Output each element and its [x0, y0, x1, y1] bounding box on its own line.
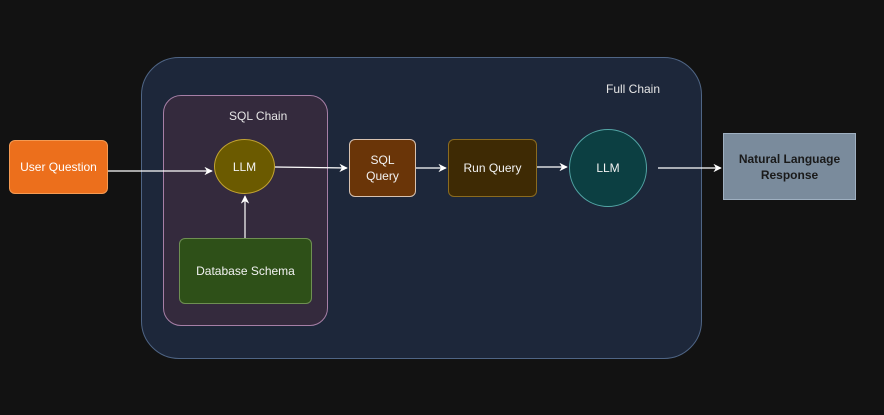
database-schema-node: Database Schema	[179, 238, 312, 304]
natural-language-response-label: Natural Language Response	[738, 151, 841, 182]
edge-llm-to-sql-query	[274, 163, 348, 173]
user-question-node: User Question	[9, 140, 108, 194]
sql-chain-label: SQL Chain	[229, 109, 288, 123]
full-chain-label: Full Chain	[606, 82, 661, 96]
user-question-label: User Question	[20, 160, 97, 174]
database-schema-label: Database Schema	[196, 264, 295, 278]
run-query-label: Run Query	[463, 161, 522, 175]
final-llm-label: LLM	[596, 161, 620, 175]
sql-llm-label: LLM	[232, 159, 257, 174]
natural-language-response-node: Natural Language Response	[723, 133, 856, 200]
final-llm-node: LLM	[569, 129, 647, 207]
sql-llm-node: LLM	[214, 139, 275, 194]
sql-query-label: SQL Query	[366, 153, 399, 183]
sql-query-node: SQL Query	[349, 139, 416, 197]
run-query-node: Run Query	[448, 139, 537, 197]
